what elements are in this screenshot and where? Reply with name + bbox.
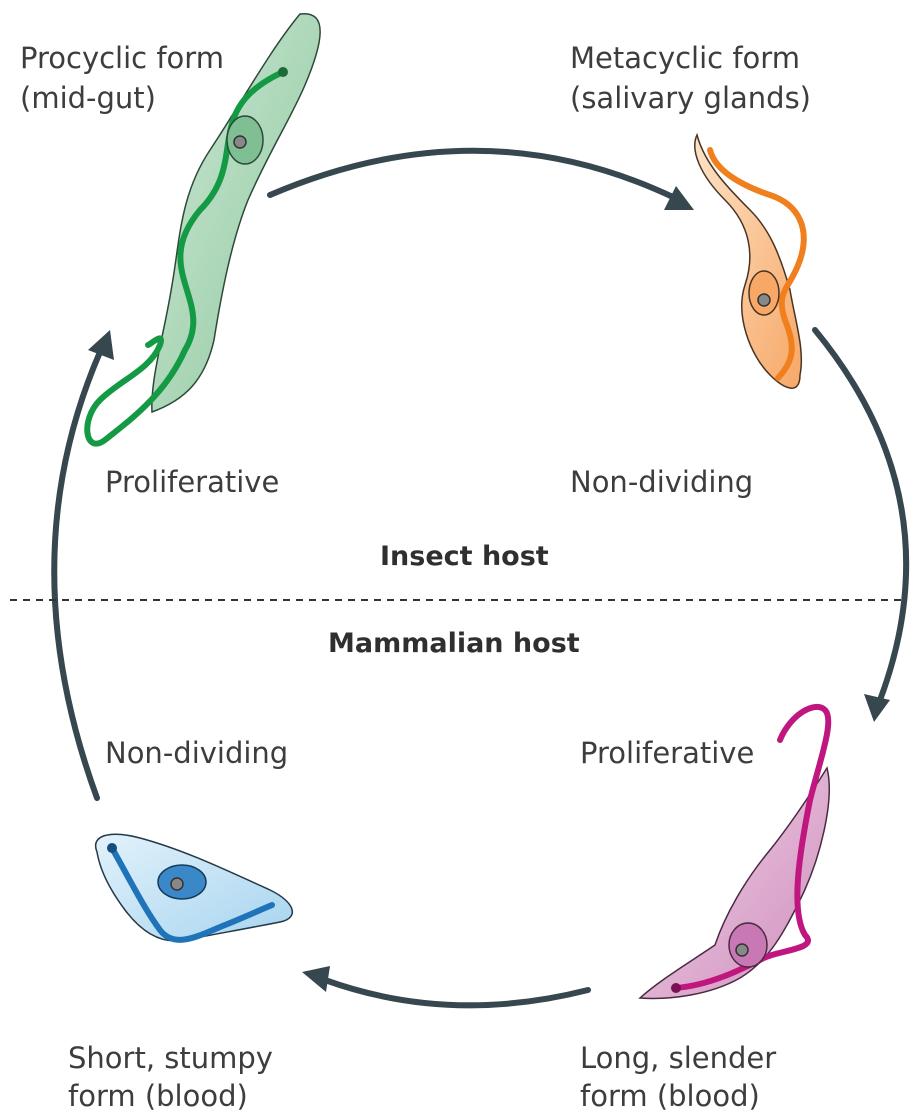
short-stumpy-location-label: form (blood): [68, 1079, 248, 1113]
mammalian-host-label: Mammalian host: [328, 628, 580, 659]
metacyclic-location-label: (salivary glands): [570, 81, 811, 115]
arrow-metacyclic-to-long-slender: [815, 330, 906, 722]
procyclic-trypanosome-illustration: [87, 14, 320, 444]
short-stumpy-status-label: Non-dividing: [105, 736, 288, 770]
procyclic-status-label: Proliferative: [105, 465, 279, 499]
long-slender-location-label: form (blood): [580, 1079, 760, 1113]
arrow-long-slender-to-short-stumpy: [302, 966, 588, 1005]
procyclic-location-label: (mid-gut): [20, 81, 156, 115]
short-stumpy-trypanosome-illustration: [96, 834, 293, 941]
procyclic-form-label: Procyclic form: [20, 41, 224, 75]
short-stumpy-form-label: Short, stumpy: [68, 1041, 273, 1075]
metacyclic-trypanosome-illustration: [695, 135, 804, 388]
metacyclic-form-label: Metacyclic form: [570, 41, 800, 75]
arrow-short-stumpy-to-procyclic: [54, 330, 114, 798]
arrow-procyclic-to-metacyclic: [270, 151, 694, 210]
long-slender-status-label: Proliferative: [580, 736, 754, 770]
metacyclic-status-label: Non-dividing: [570, 465, 753, 499]
long-slender-form-label: Long, slender: [580, 1041, 776, 1075]
insect-host-label: Insect host: [380, 541, 549, 572]
